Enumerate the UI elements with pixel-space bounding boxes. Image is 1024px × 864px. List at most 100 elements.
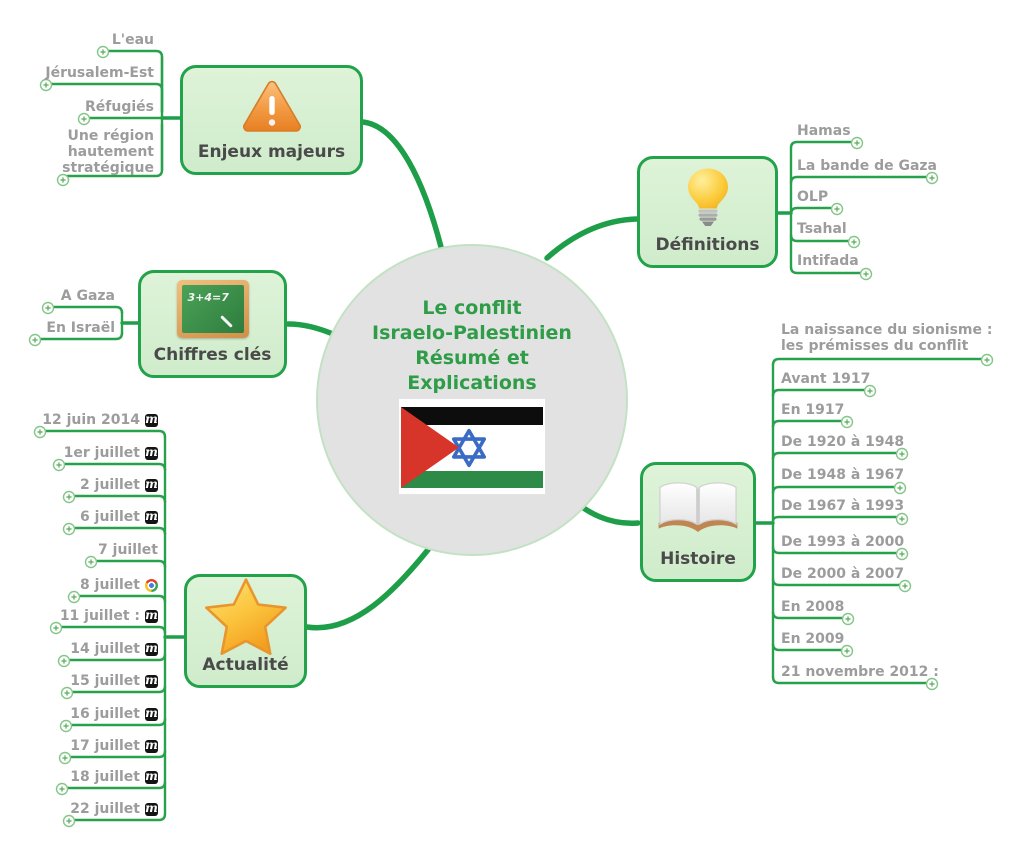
expand-button[interactable] (60, 686, 74, 700)
subtopic-date[interactable]: 14 juillet m (70, 641, 158, 657)
expand-button[interactable] (56, 173, 70, 187)
subtopic-date[interactable]: 7 juillet (98, 542, 158, 558)
expand-button[interactable] (893, 481, 907, 495)
subtopic-region-strategique[interactable]: Une région hautement stratégique (62, 128, 154, 176)
node-enjeux-majeurs[interactable]: Enjeux majeurs (180, 65, 363, 175)
subtopic-1948-1967[interactable]: De 1948 à 1967 (781, 467, 905, 483)
node-histoire[interactable]: Histoire (640, 462, 756, 582)
expand-button[interactable] (925, 171, 939, 185)
trunk-stubs (120, 116, 793, 639)
subtopic-connectors (37, 49, 985, 822)
israel-palestine-flag (398, 398, 546, 495)
subtopic-date[interactable]: 6 juillet m (80, 509, 158, 525)
subtopic-label: 18 juillet (70, 769, 140, 785)
expand-button[interactable] (58, 751, 72, 765)
central-topic-title: Le conflit Israelo-Palestinien Résumé et… (318, 296, 626, 396)
expand-button[interactable] (28, 333, 42, 347)
subtopic-label: 15 juillet (70, 673, 140, 689)
central-topic[interactable]: Le conflit Israelo-Palestinien Résumé et… (316, 244, 628, 556)
node-actualite[interactable]: Actualité (184, 574, 307, 688)
expand-button[interactable] (841, 612, 855, 626)
subtopic-date[interactable]: 17 juillet m (70, 738, 158, 754)
subtopic-label: 6 juillet (80, 509, 140, 525)
title-line: Explications (407, 372, 537, 394)
expand-button[interactable] (62, 522, 76, 536)
subtopic-1967-1993[interactable]: De 1967 à 1993 (781, 498, 905, 514)
expand-button[interactable] (895, 547, 909, 561)
expand-button[interactable] (840, 415, 854, 429)
subtopic-date[interactable]: 18 juillet m (70, 769, 158, 785)
title-line: Israelo-Palestinien (372, 322, 572, 344)
subtopic-en-2009[interactable]: En 2009 (781, 631, 845, 647)
expand-button[interactable] (49, 621, 63, 635)
expand-button[interactable] (59, 719, 73, 733)
chalk-icon (219, 315, 233, 328)
subtopic-date[interactable]: 22 juillet m (70, 801, 158, 817)
subtopic-date[interactable]: 8 juillet (80, 577, 158, 593)
expand-button[interactable] (830, 202, 844, 216)
subtopic-2000-2007[interactable]: De 2000 à 2007 (781, 566, 905, 582)
subtopic-a-gaza[interactable]: A Gaza (60, 288, 115, 304)
expand-button[interactable] (863, 384, 877, 398)
expand-button[interactable] (57, 654, 71, 668)
main-branch-connectors (285, 119, 641, 631)
subtopic-tsahal[interactable]: Tsahal (797, 221, 847, 237)
expand-button[interactable] (39, 78, 53, 92)
node-definitions[interactable]: Définitions (637, 156, 778, 268)
expand-button[interactable] (62, 490, 76, 504)
subtopic-21-novembre-2012[interactable]: 21 novembre 2012 : (781, 664, 939, 680)
expand-button[interactable] (895, 447, 909, 461)
subtopic-bande-de-gaza[interactable]: La bande de Gaza (797, 158, 937, 174)
subtopic-1920-1948[interactable]: De 1920 à 1948 (781, 434, 905, 450)
subtopic-label: 11 juillet : (59, 608, 140, 624)
expand-button[interactable] (980, 353, 994, 367)
expand-button[interactable] (33, 425, 47, 439)
expand-button[interactable] (840, 644, 854, 658)
subtopic-naissance-sionisme[interactable]: La naissance du sionisme : les prémisses… (781, 322, 993, 354)
subtopic-date[interactable]: 16 juillet m (70, 706, 158, 722)
subtopic-en-2008[interactable]: En 2008 (781, 599, 845, 615)
lemonde-icon: m (145, 642, 158, 656)
expand-button[interactable] (898, 579, 912, 593)
subtopic-date[interactable]: 1er juillet m (64, 445, 158, 461)
expand-button[interactable] (850, 136, 864, 150)
expand-button[interactable] (77, 112, 91, 126)
expand-button[interactable] (55, 782, 69, 796)
subtopic-1993-2000[interactable]: De 1993 à 2000 (781, 534, 905, 550)
subtopic-label: 12 juin 2014 (42, 412, 140, 428)
expand-button[interactable] (925, 677, 939, 691)
expand-button[interactable] (96, 45, 110, 59)
expand-button[interactable] (859, 267, 873, 281)
subtopic-refugies[interactable]: Réfugiés (85, 99, 154, 115)
expand-button[interactable] (67, 590, 81, 604)
expand-button[interactable] (847, 235, 861, 249)
subtopic-avant-1917[interactable]: Avant 1917 (781, 371, 871, 387)
expand-buttons (28, 45, 994, 828)
subtopic-label: 17 juillet (70, 738, 140, 754)
subtopic-date[interactable]: 12 juin 2014 m (42, 412, 158, 428)
subtopic-date[interactable]: 15 juillet m (70, 673, 158, 689)
lemonde-icon: m (145, 802, 158, 816)
subtopic-date[interactable]: 2 juillet m (80, 477, 158, 493)
subtopic-date[interactable]: 11 juillet : m (60, 608, 158, 624)
subtopic-jerusalem-est[interactable]: Jérusalem-Est (45, 65, 154, 81)
expand-button[interactable] (41, 301, 55, 315)
subtopic-en-1917[interactable]: En 1917 (781, 402, 845, 418)
node-chiffres-cles[interactable]: 3+4=7 Chiffres clés (138, 270, 287, 378)
expand-button[interactable] (895, 512, 909, 526)
expand-button[interactable] (52, 458, 66, 472)
node-label: Chiffres clés (153, 345, 272, 365)
expand-button[interactable] (62, 814, 76, 828)
subtopic-label: 8 juillet (80, 577, 140, 593)
expand-button[interactable] (84, 555, 98, 569)
subtopic-leau[interactable]: L'eau (111, 32, 154, 48)
lemonde-icon: m (145, 674, 158, 688)
subtopic-en-israel[interactable]: En Israël (46, 320, 115, 336)
warning-icon (242, 80, 301, 132)
node-label: Histoire (660, 549, 736, 569)
subtopic-intifada[interactable]: Intifada (797, 253, 859, 269)
subtopic-olp[interactable]: OLP (797, 189, 829, 205)
subtopic-hamas[interactable]: Hamas (797, 123, 851, 139)
flag-field (401, 407, 543, 488)
